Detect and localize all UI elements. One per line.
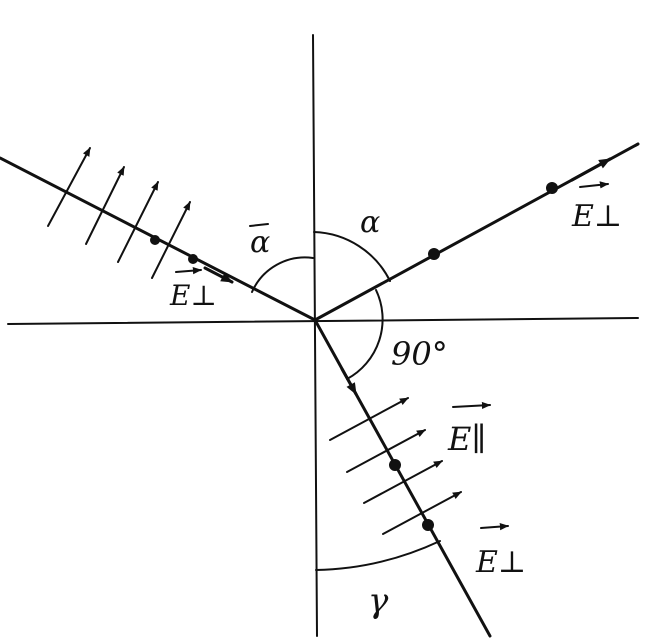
refracted-polarization-dot xyxy=(422,519,434,531)
reflected-ray-arrow xyxy=(570,157,612,182)
alpha-overbar xyxy=(249,223,269,227)
refraction-angle-arc xyxy=(315,540,441,571)
interface-line xyxy=(7,317,639,325)
refracted-field-vector xyxy=(329,397,409,441)
incident-angle-arc xyxy=(251,256,314,293)
reflected-polarization-dot xyxy=(546,182,558,194)
e-perp-refracted-arrow xyxy=(480,523,509,531)
incident-field-vector xyxy=(85,166,125,245)
alpha-incident-label: α xyxy=(250,225,270,260)
gamma-label: γ xyxy=(368,581,389,621)
refracted-polarization-dot xyxy=(389,459,401,471)
right-angle-label: 90° xyxy=(391,335,448,373)
incident-field-vector xyxy=(117,181,159,263)
e-perp-reflected-arrow xyxy=(579,181,609,189)
right-angle-arc xyxy=(346,289,384,380)
e-perp-refracted-label: E⊥ xyxy=(475,545,526,580)
e-perp-incident-label: E⊥ xyxy=(169,279,217,312)
e-perp-incident-arrow xyxy=(175,267,202,275)
refracted-field-vector xyxy=(363,460,443,504)
refracted-ray-arrow xyxy=(340,367,358,396)
reflected-polarization-dot xyxy=(428,248,440,260)
normal-line xyxy=(312,34,318,637)
e-perp-reflected-label: E⊥ xyxy=(571,199,622,234)
incident-ray-arrow xyxy=(203,266,234,284)
refracted-field-vector xyxy=(346,429,426,473)
incident-field-vector xyxy=(47,147,91,227)
alpha-reflected-label: α xyxy=(360,205,380,240)
refracted-field-vector xyxy=(382,491,462,535)
e-parallel-arrow xyxy=(452,401,491,410)
e-parallel-label: E∥ xyxy=(447,420,486,458)
reflection-angle-arc xyxy=(313,231,391,282)
incident-field-vector xyxy=(151,201,191,279)
incident-polarization-dot xyxy=(188,254,198,264)
incident-polarization-dot xyxy=(150,235,160,245)
